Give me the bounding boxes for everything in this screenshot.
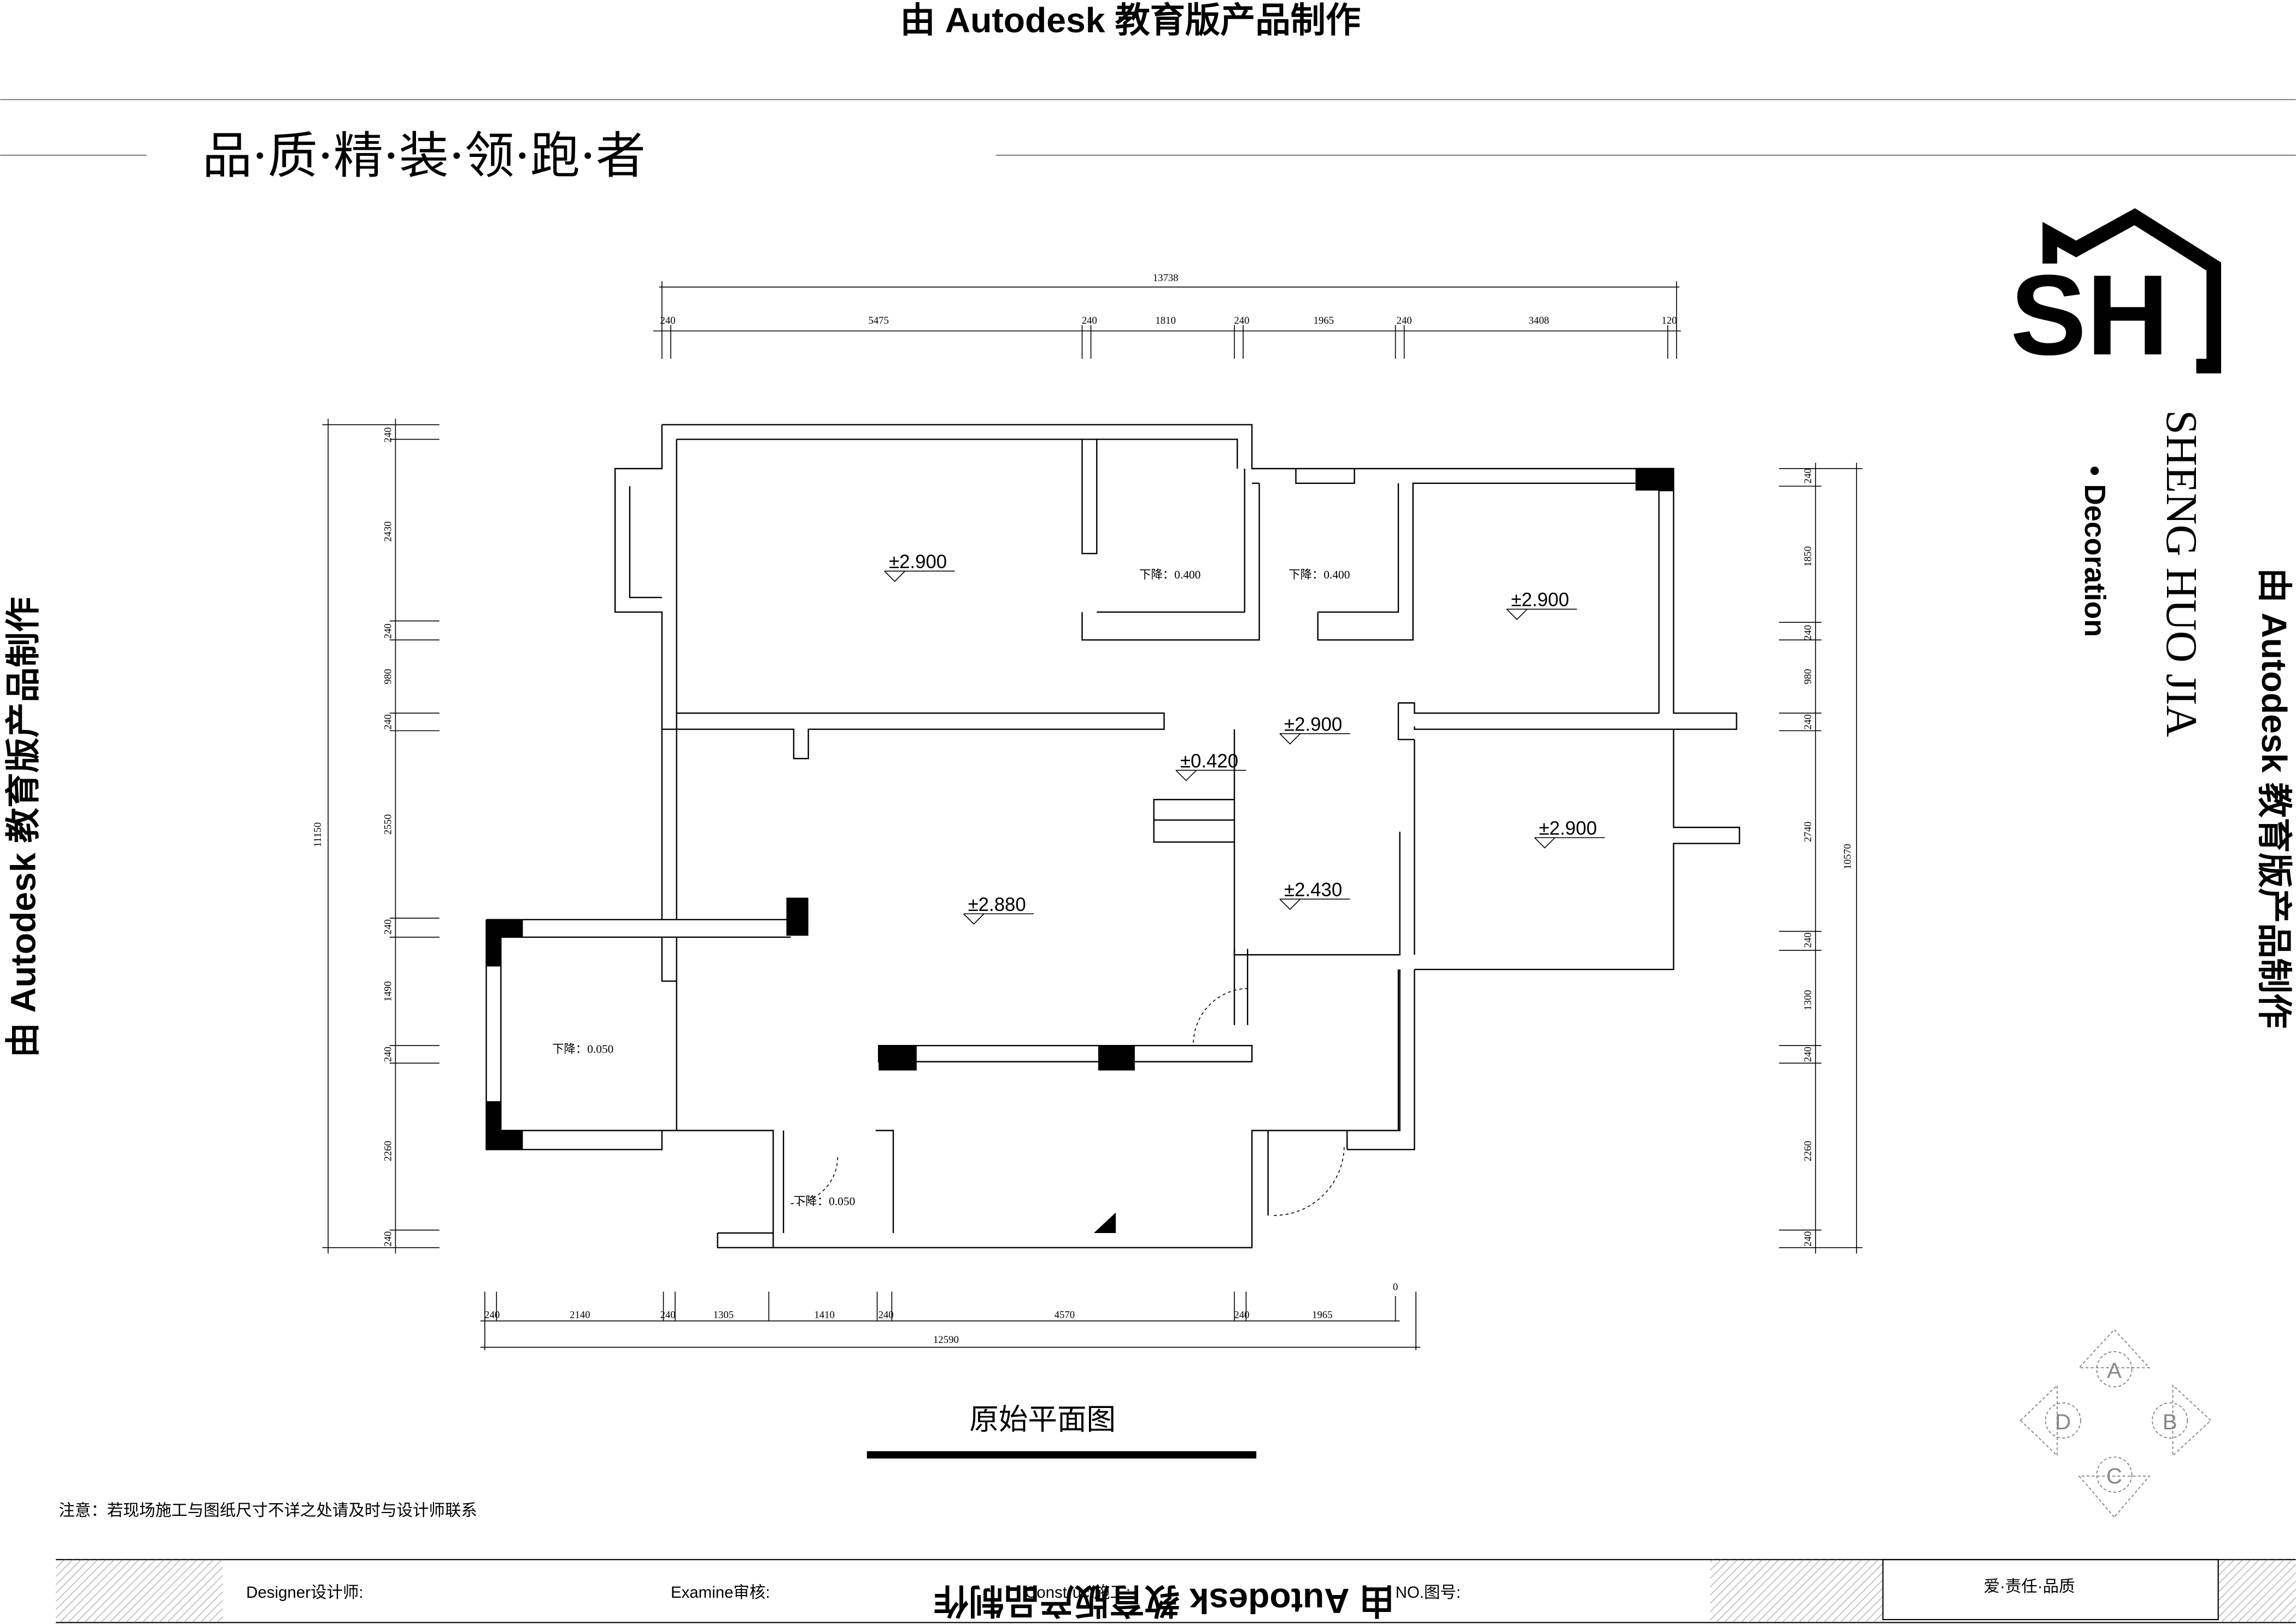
elevation-marker: ±2.900: [884, 551, 955, 582]
dimensions-left_total: 11150: [312, 822, 324, 847]
elevations-2: ±2.900: [1284, 714, 1342, 735]
dimensions-top_total: 13738: [1153, 272, 1179, 284]
dimensions-left-9: 2260: [382, 1141, 394, 1161]
dimensions-bottom-9: 0: [1393, 1281, 1398, 1293]
dimensions-right_total: 10570: [1842, 844, 1853, 869]
bottom-dimensions: 12590 240 2140 240 1305 1410 240 4570 24…: [480, 1281, 1421, 1351]
dimensions-right-0: 240: [1802, 468, 1814, 483]
drops-3: 下降：0.050: [794, 1195, 855, 1208]
logo-subtitle: • Decoration: [2078, 466, 2111, 637]
construct-label: Construct施工:: [1025, 1584, 1131, 1602]
dimensions-top-5: 1965: [1314, 315, 1334, 326]
drops-2: 下降：0.050: [552, 1043, 613, 1056]
dimensions-right-2: 240: [1802, 625, 1814, 640]
dimensions-right-9: 2260: [1802, 1141, 1814, 1161]
logo-mark: SH: [2010, 252, 2169, 379]
drawing-title: 原始平面图: [969, 1402, 1116, 1436]
dimensions-right-7: 1300: [1802, 990, 1814, 1010]
watermark-left: 由 Autodesk 教育版产品制作: [4, 597, 43, 1058]
dimensions-bottom-8: 1965: [1312, 1309, 1332, 1321]
elevations-3: ±0.420: [1180, 750, 1238, 772]
dimensions-right-8: 240: [1802, 1047, 1814, 1062]
designer-label: Designer设计师:: [246, 1584, 363, 1602]
dimensions-bottom-6: 4570: [1055, 1309, 1075, 1321]
elevations-4: ±2.900: [1539, 818, 1597, 839]
elevation-marker: ±2.900: [1279, 714, 1350, 745]
dimensions-left-2: 240: [382, 623, 394, 639]
compass-3: D: [2055, 1410, 2071, 1434]
dimensions-left-8: 240: [382, 1047, 394, 1062]
compass-2: C: [2106, 1464, 2122, 1488]
logo-name: SHENG HUO JIA: [2157, 410, 2206, 737]
elevations-1: ±2.900: [1511, 589, 1569, 611]
dimensions-top-1: 5475: [868, 315, 888, 326]
slogan: 品·质·精·装·领·跑·者: [202, 127, 646, 185]
dimensions-top-7: 3408: [1528, 315, 1549, 326]
elevations-5: ±2.430: [1284, 879, 1342, 901]
right-dimensions: 10570 240 1850 240 980 240 2740 240 1300…: [1779, 463, 1862, 1254]
dimensions-left-3: 980: [382, 669, 394, 684]
dimensions-left-1: 2430: [382, 521, 394, 541]
dimensions-bottom-4: 1410: [814, 1309, 834, 1321]
dimensions-left-4: 240: [382, 714, 394, 729]
watermark-right: 由 Autodesk 教育版产品制作: [2254, 568, 2294, 1029]
elevation-marker: ±2.900: [1506, 589, 1577, 620]
title-block: Designer设计师: Examine审核: Construct施工: NO.…: [56, 1559, 2296, 1623]
dimensions-left-5: 2550: [382, 814, 394, 834]
construction-note: 注意：若现场施工与图纸尺寸不详之处请及时与设计师联系: [59, 1502, 477, 1520]
dimensions-bottom-3: 1305: [713, 1309, 734, 1321]
dimensions-right-6: 240: [1802, 932, 1814, 948]
walls: [485, 424, 1741, 1248]
dimensions-top-2: 240: [1082, 315, 1097, 326]
dimensions-top-6: 240: [1397, 315, 1412, 326]
elevation-marker: ±2.430: [1279, 879, 1350, 910]
dimensions-top-3: 1810: [1155, 315, 1175, 326]
compass-0: A: [2107, 1358, 2122, 1383]
left-dimensions: 11150 240 2430 240 980 240 2550 240 1490…: [312, 418, 440, 1254]
elevation-markers: ±2.900 ±2.900 ±2.900 ±0.420 ±2.900 ±2.43…: [884, 551, 1605, 925]
dimensions-bottom-2: 240: [660, 1309, 676, 1321]
dimensions-bottom-1: 2140: [570, 1309, 590, 1321]
dimensions-right-10: 240: [1802, 1231, 1814, 1247]
elevation-marker: ±2.880: [963, 894, 1034, 925]
drops-1: 下降：0.400: [1288, 568, 1350, 581]
compass-1: B: [2163, 1410, 2177, 1434]
compass-labels: A B C D: [2055, 1358, 2177, 1488]
dimensions-right-3: 980: [1802, 669, 1814, 684]
floor-drop-labels: 下降：0.400 下降：0.400 下降：0.050 下降：0.050: [552, 568, 1350, 1208]
dimensions-left-0: 240: [382, 427, 394, 442]
dimensions-right-1: 1850: [1802, 546, 1814, 566]
dimensions-right-5: 2740: [1802, 821, 1814, 842]
dimensions-left-10: 240: [382, 1231, 394, 1247]
dimensions-bottom_total: 12590: [933, 1334, 959, 1346]
elevation-marker: ±0.420: [1175, 750, 1246, 781]
dimensions-left-7: 1490: [382, 981, 394, 1001]
examine-label: Examine审核:: [671, 1584, 770, 1602]
drawing-number-label: NO.图号:: [1396, 1584, 1461, 1602]
motto: 爱·责任·品质: [1984, 1578, 2075, 1596]
dimensions-bottom-0: 240: [484, 1309, 500, 1321]
top-dimensions: 13738 240 5475 240 1810 240 1965 240 340…: [653, 272, 1681, 359]
elevations-6: ±2.880: [968, 894, 1026, 915]
dimensions-left-6: 240: [382, 919, 394, 934]
compass: [2019, 1329, 2212, 1518]
dimensions-bottom-5: 240: [878, 1309, 894, 1321]
watermark-bottom: 由 Autodesk 教育版产品制作: [934, 1581, 1395, 1621]
door-swings: [790, 988, 1345, 1216]
title-underline: [866, 1451, 1257, 1459]
house-logo-icon: SH: [2010, 208, 2222, 379]
dimensions-top-0: 240: [660, 315, 676, 326]
dimensions-right-4: 240: [1802, 714, 1814, 729]
drops-0: 下降：0.400: [1139, 568, 1200, 581]
dimensions-top-8: 120: [1661, 315, 1677, 326]
dimensions-bottom-7: 240: [1234, 1309, 1249, 1321]
elevation-marker: ±2.900: [1534, 818, 1605, 849]
watermark-top: 由 Autodesk 教育版产品制作: [900, 1, 1361, 40]
elevations-0: ±2.900: [889, 551, 947, 573]
structural-columns: [486, 468, 1674, 1233]
dimensions-top-4: 240: [1234, 315, 1249, 326]
